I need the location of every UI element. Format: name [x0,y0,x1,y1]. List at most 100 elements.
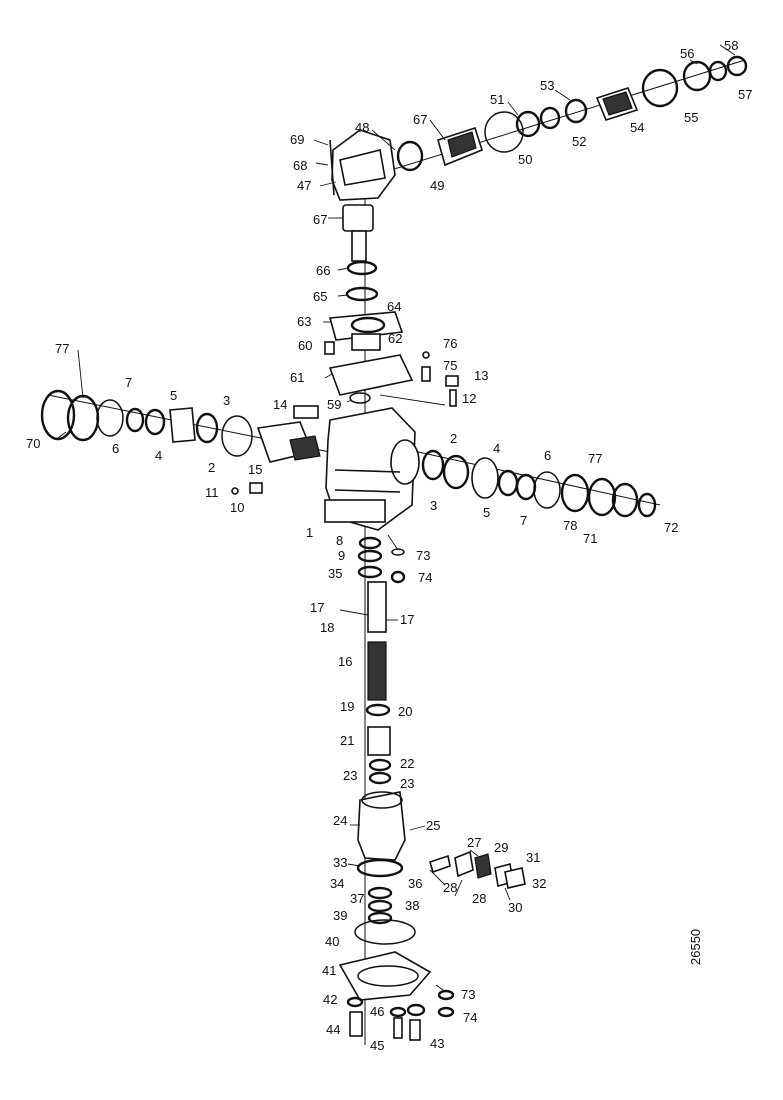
callout-62: 62 [388,331,402,346]
callout-76: 76 [443,336,457,351]
callout-60: 60 [298,338,312,353]
callout-74-lower: 74 [463,1010,477,1025]
callout-30: 30 [508,900,522,915]
callout-7-right: 7 [520,513,527,528]
callout-66: 66 [316,263,330,278]
callout-10: 10 [230,500,244,515]
callout-12: 12 [462,391,476,406]
callout-22: 22 [400,756,414,771]
callout-32: 32 [532,876,546,891]
callout-55: 55 [684,110,698,125]
callout-46: 46 [370,1004,384,1019]
callout-2-right: 2 [450,431,457,446]
callout-4-left: 4 [155,448,162,463]
axis-lines [47,59,746,1045]
small-parts [231,351,459,495]
callout-6-right: 6 [544,448,551,463]
callout-8: 8 [336,533,343,548]
callout-45: 45 [370,1038,384,1053]
callout-20: 20 [398,704,412,719]
callout-41: 41 [322,963,336,978]
callout-18: 18 [320,620,334,635]
callout-75: 75 [443,358,457,373]
callout-42: 42 [323,992,337,1007]
callout-16: 16 [338,654,352,669]
callout-69: 69 [290,132,304,147]
callout-28-b: 28 [472,891,486,906]
callout-72: 72 [664,520,678,535]
callout-31: 31 [526,850,540,865]
callout-39: 39 [333,908,347,923]
callout-9: 9 [338,548,345,563]
callout-34: 34 [330,876,344,891]
callout-70: 70 [26,436,40,451]
callout-61: 61 [290,370,304,385]
callout-65: 65 [313,289,327,304]
callout-78: 78 [563,518,577,533]
callout-23-right: 23 [400,776,414,791]
callout-77-left: 77 [55,341,69,356]
callout-38: 38 [405,898,419,913]
callout-43: 43 [430,1036,444,1051]
callout-51: 51 [490,92,504,107]
callout-71: 71 [583,531,597,546]
callout-64: 64 [387,299,401,314]
callout-29: 29 [494,840,508,855]
callout-59: 59 [327,397,341,412]
callout-5-right: 5 [483,505,490,520]
callout-17-right: 17 [400,612,414,627]
callout-36: 36 [408,876,422,891]
callout-7-left: 7 [125,375,132,390]
callout-56: 56 [680,46,694,61]
document-number: 26550 [688,929,703,965]
callout-53: 53 [540,78,554,93]
callout-3-right: 3 [430,498,437,513]
callout-27: 27 [467,835,481,850]
callout-2-left: 2 [208,460,215,475]
callout-13: 13 [474,368,488,383]
callout-47: 47 [297,178,311,193]
callout-63: 63 [297,314,311,329]
callout-35: 35 [328,566,342,581]
callout-24: 24 [333,813,347,828]
callout-11: 11 [205,485,219,500]
callout-77-right: 77 [588,451,602,466]
callout-44: 44 [326,1022,340,1037]
callout-1: 1 [306,525,313,540]
main-housing [324,407,420,531]
callout-33: 33 [333,855,347,870]
callout-74-upper: 74 [418,570,432,585]
upper-column [324,260,414,404]
upper-gear-assembly [329,55,748,262]
callout-67-lower: 67 [313,212,327,227]
lower-valve-housing [354,791,526,945]
callout-73-lower: 73 [461,987,475,1002]
callout-4-right: 4 [493,441,500,456]
callout-21: 21 [340,733,354,748]
left-shaft-assembly [40,389,321,463]
callout-48: 48 [355,120,369,135]
callout-15: 15 [248,462,262,477]
callout-14: 14 [273,397,287,412]
callout-17-left: 17 [310,600,324,615]
callout-labels: 1 2 2 3 3 4 4 5 5 6 6 7 7 8 9 10 11 12 1… [26,38,752,1053]
callout-37: 37 [350,891,364,906]
callout-58: 58 [724,38,738,53]
right-shaft-assembly [421,449,657,518]
callout-23-left: 23 [343,768,357,783]
callout-28-a: 28 [443,880,457,895]
callout-49: 49 [430,178,444,193]
callout-73-upper: 73 [416,548,430,563]
callout-5-left: 5 [170,388,177,403]
lower-column [357,536,406,785]
callout-50: 50 [518,152,532,167]
callout-67-upper: 67 [413,112,427,127]
callout-54: 54 [630,120,644,135]
callout-68: 68 [293,158,307,173]
callout-40: 40 [325,934,339,949]
leader-lines [57,44,736,993]
callout-19: 19 [340,699,354,714]
bottom-cover [338,951,455,1041]
callout-52: 52 [572,134,586,149]
